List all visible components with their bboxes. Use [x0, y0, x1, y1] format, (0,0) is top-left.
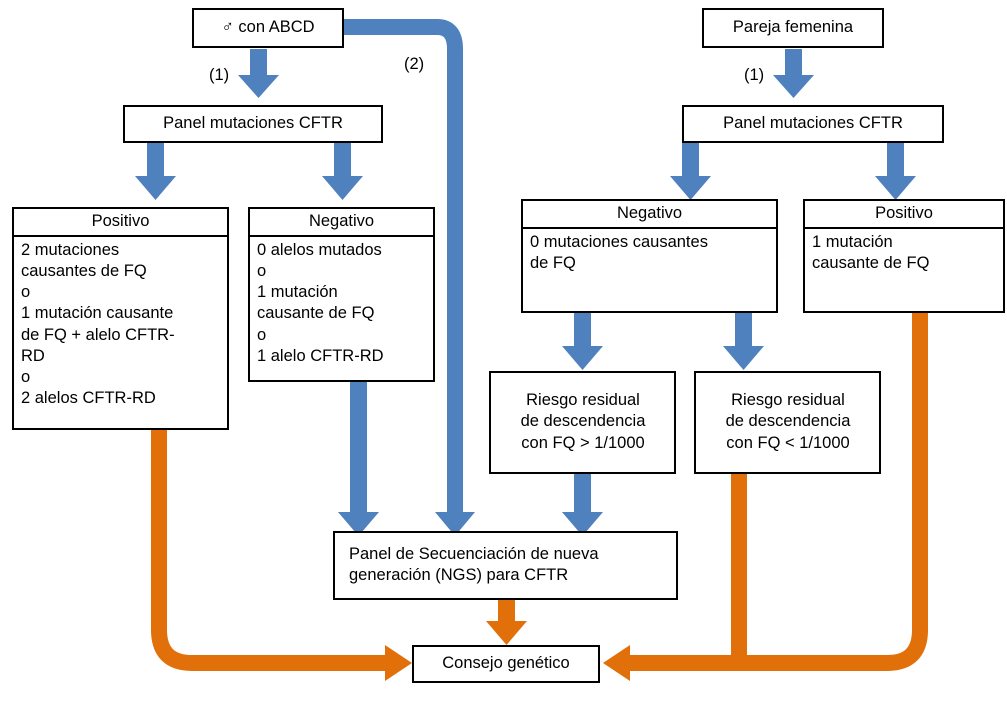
node-female-partner-label: Pareja femenina: [732, 18, 854, 37]
node-residual-risk-low[interactable]: Riesgo residual de descendencia con FQ <…: [694, 371, 881, 474]
arrow-male-negative-to-ngs: [338, 381, 379, 536]
arrow-ngs-to-counseling: [486, 600, 527, 645]
node-female-negative-body: 0 mutaciones causantes de FQ: [530, 233, 708, 273]
arrow-female-negative-to-risk-low: [723, 313, 764, 370]
node-residual-risk-high-body: Riesgo residual de descendencia con FQ >…: [520, 391, 646, 452]
node-female-partner[interactable]: Pareja femenina: [702, 8, 884, 48]
node-residual-risk-high[interactable]: Riesgo residual de descendencia con FQ >…: [489, 371, 676, 474]
node-male-negative-body: 0 alelos mutados o 1 mutación causante d…: [257, 241, 384, 365]
node-panel-cftr-female[interactable]: Panel mutaciones CFTR: [682, 105, 944, 143]
node-male-negative[interactable]: Negativo 0 alelos mutados o 1 mutación c…: [248, 207, 435, 382]
arrow-risk-high-to-ngs: [562, 474, 603, 536]
edge-label-female-step1: (1): [744, 66, 765, 84]
node-genetic-counseling-label: Consejo genético: [442, 654, 570, 673]
edge-label-male-step2: (2): [404, 55, 425, 73]
arrow-male-panel-to-positive: [135, 143, 176, 200]
node-female-negative[interactable]: Negativo 0 mutaciones causantes de FQ: [521, 199, 778, 313]
arrow-female-positive-to-counseling: [630, 313, 928, 671]
node-male-positive[interactable]: Positivo 2 mutaciones causantes de FQ o …: [12, 207, 229, 430]
arrow-female-negative-to-risk-high: [562, 313, 603, 370]
node-genetic-counseling[interactable]: Consejo genético: [412, 645, 600, 683]
arrow-male-to-panel: [238, 49, 279, 98]
node-panel-cftr-male[interactable]: Panel mutaciones CFTR: [123, 105, 383, 143]
node-female-positive[interactable]: Positivo 1 mutación causante de FQ: [803, 199, 1005, 313]
node-female-positive-body: 1 mutación causante de FQ: [812, 233, 930, 273]
node-residual-risk-low-body: Riesgo residual de descendencia con FQ <…: [725, 391, 851, 452]
node-panel-cftr-female-label: Panel mutaciones CFTR: [723, 114, 903, 133]
node-male-negative-title: Negativo: [250, 209, 433, 238]
edge-label-male-step1: (1): [209, 66, 230, 84]
node-female-positive-title: Positivo: [805, 201, 1003, 230]
arrow-male-panel-to-negative: [322, 143, 363, 200]
arrow-female-panel-to-positive: [875, 143, 916, 200]
node-male-abcd-label: ♂ con ABCD: [221, 18, 315, 37]
node-female-negative-title: Negativo: [523, 201, 776, 230]
node-ngs-panel[interactable]: Panel de Secuenciación de nueva generaci…: [333, 531, 678, 600]
arrow-female-to-panel: [773, 49, 814, 98]
node-male-positive-title: Positivo: [14, 209, 227, 238]
node-panel-cftr-male-label: Panel mutaciones CFTR: [163, 114, 343, 133]
node-ngs-panel-body: Panel de Secuenciación de nueva generaci…: [349, 544, 599, 584]
node-male-abcd[interactable]: ♂ con ABCD: [192, 8, 344, 48]
arrow-female-panel-to-negative: [670, 143, 711, 200]
node-male-positive-body: 2 mutaciones causantes de FQ o 1 mutació…: [21, 241, 175, 407]
